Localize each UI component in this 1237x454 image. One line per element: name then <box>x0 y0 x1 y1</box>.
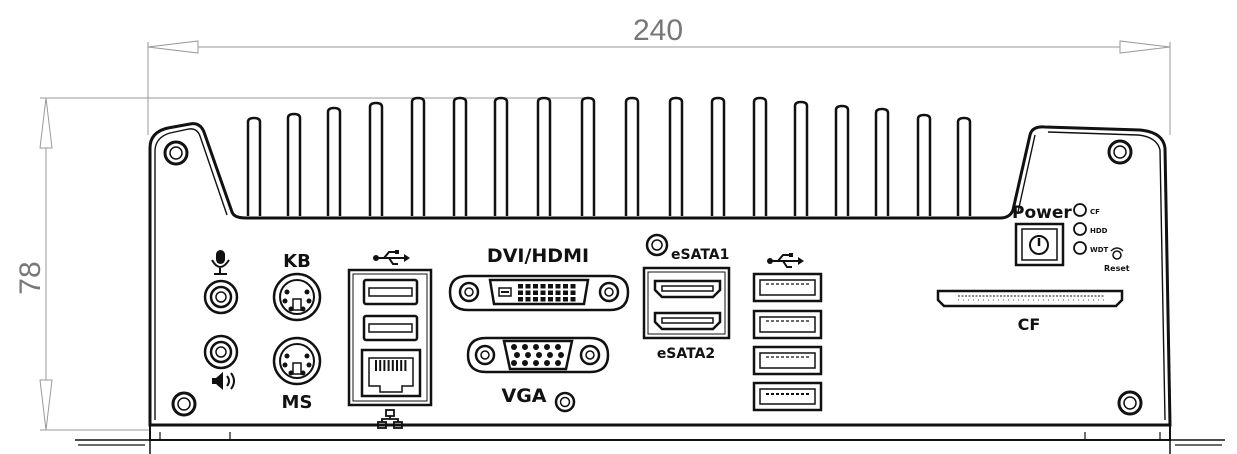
heatsink-fin <box>834 104 850 216</box>
width-dimension: 240 <box>147 14 1171 135</box>
speaker-icon <box>212 372 235 390</box>
mouse-label: MS <box>282 392 313 413</box>
ethernet-port <box>360 348 422 398</box>
heatsink-fin <box>874 107 890 216</box>
heatsink-fin <box>668 96 684 216</box>
cf-led-label: CF <box>1090 208 1100 216</box>
power-button[interactable] <box>1014 222 1065 267</box>
heatsink-fin <box>580 96 596 216</box>
wdt-led <box>1073 241 1087 255</box>
heatsink-fin <box>956 116 972 216</box>
usb-icon <box>767 253 804 268</box>
line-out-jack <box>203 334 239 370</box>
cf-card-slot <box>936 289 1124 308</box>
mounting-screw-top-left <box>163 140 189 166</box>
reset-button[interactable] <box>1110 247 1124 260</box>
usb-port-stack-1 <box>362 278 419 306</box>
vga-port <box>466 336 610 374</box>
keyboard-label: KB <box>283 251 311 272</box>
cf-led <box>1073 203 1087 217</box>
heatsink-fin <box>246 116 262 216</box>
heatsink-fin <box>286 112 302 216</box>
hdd-led-label: HDD <box>1090 227 1108 235</box>
width-dimension-value: 240 <box>633 14 683 47</box>
esata2-port <box>653 311 722 331</box>
usb-icon <box>373 250 410 265</box>
esata-stack <box>642 266 731 340</box>
heatsink-fin <box>916 113 932 216</box>
usb-lan-stack <box>347 268 433 407</box>
heatsink-fin <box>710 96 726 216</box>
heatsink-fin <box>793 100 809 216</box>
heatsink-fin <box>326 106 342 216</box>
power-label: Power <box>1012 203 1072 223</box>
usb-port-1 <box>752 272 823 303</box>
heatsink-fin <box>493 96 509 216</box>
mounting-screw-bottom-right <box>1117 390 1143 416</box>
usb-port-2 <box>752 309 823 340</box>
microphone-icon <box>211 250 230 275</box>
heatsink-fin <box>452 96 468 216</box>
mounting-screw-bottom-left <box>171 391 197 417</box>
chassis-outline <box>75 122 1225 454</box>
microphone-jack <box>203 279 239 315</box>
keyboard-ps2-port <box>272 272 322 322</box>
heatsink-fin <box>752 96 768 216</box>
mounting-screw-top-right <box>1107 139 1133 165</box>
dvi-hdmi-port <box>448 274 630 312</box>
vga-label: VGA <box>501 385 546 407</box>
wdt-led-label: WDT <box>1090 246 1109 254</box>
usb-port-4 <box>752 381 823 412</box>
network-icon <box>377 409 403 429</box>
vga-screw <box>554 391 576 413</box>
heatsink-fins <box>246 96 972 216</box>
esata1-label: eSATA1 <box>671 247 729 263</box>
heatsink-fin <box>536 96 552 216</box>
heatsink-fin <box>624 96 640 216</box>
height-dimension-value: 78 <box>14 261 47 294</box>
heatsink-fin <box>410 96 426 216</box>
esata1-port <box>653 279 722 299</box>
dvi-hdmi-label: DVI/HDMI <box>487 245 589 267</box>
hdd-led <box>1073 222 1087 236</box>
mouse-ps2-port <box>272 336 322 386</box>
heatsink-fin <box>368 101 384 216</box>
power-button-icon <box>1029 235 1049 255</box>
reset-label: Reset <box>1104 264 1130 273</box>
cf-label: CF <box>1018 315 1041 334</box>
height-dimension: 78 <box>14 97 590 431</box>
usb-port-stack-2 <box>362 314 419 342</box>
usb-port-3 <box>752 345 823 376</box>
esata-led <box>645 233 669 257</box>
esata2-label: eSATA2 <box>657 346 715 362</box>
